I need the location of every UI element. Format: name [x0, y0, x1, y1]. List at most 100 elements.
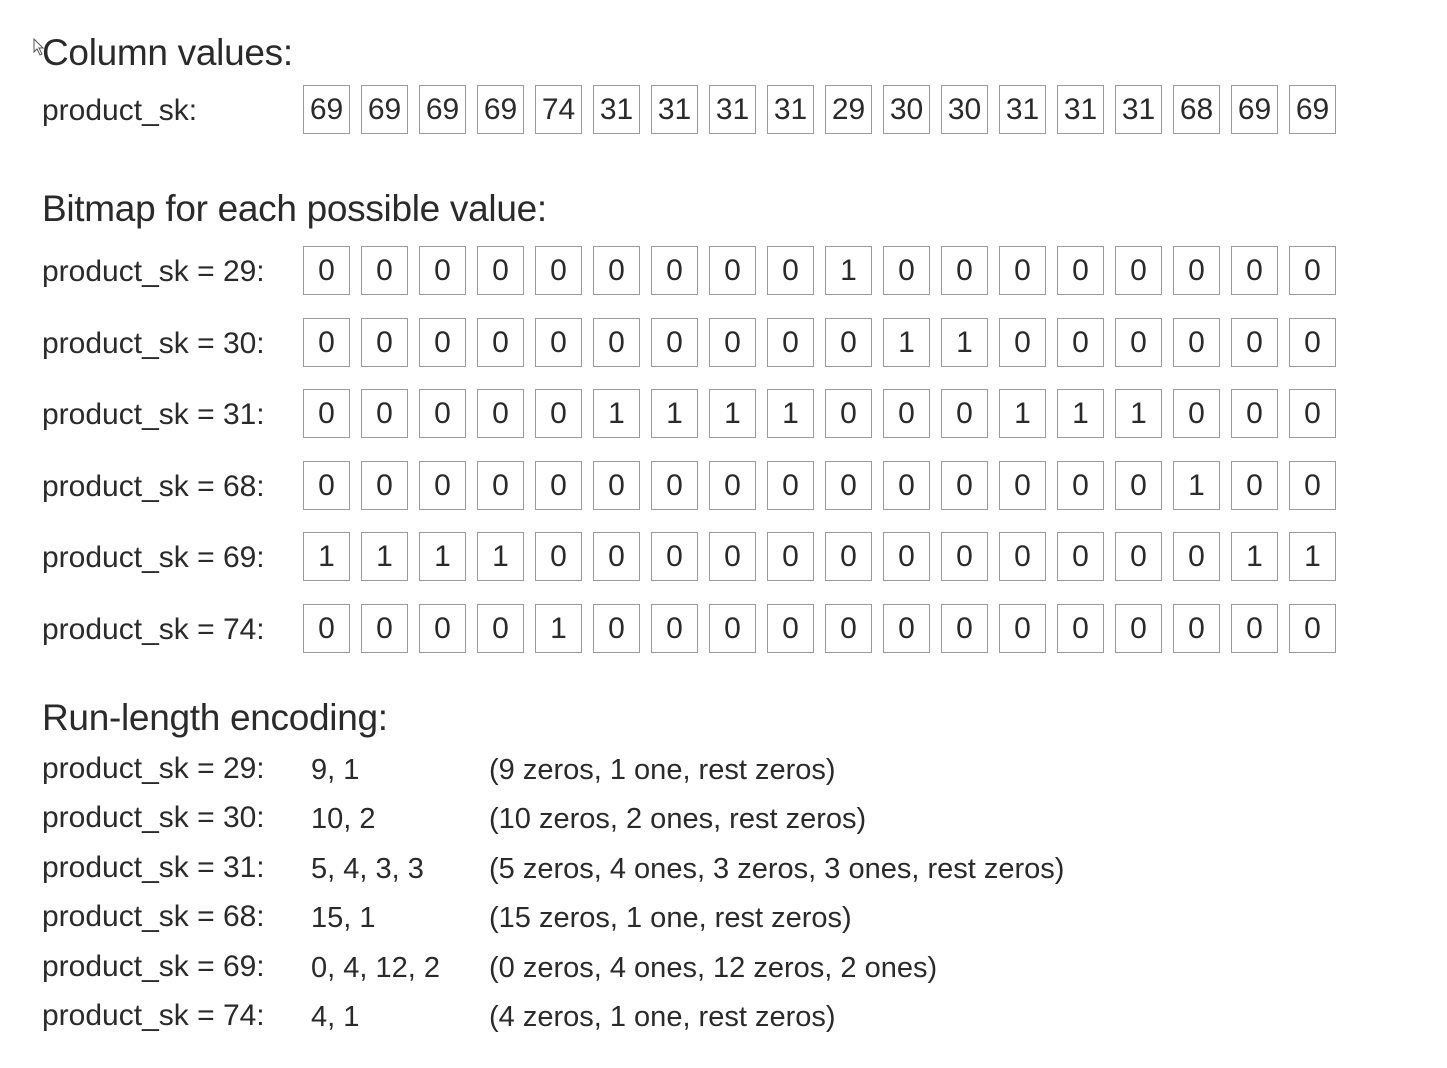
column-value-cell: 31 — [999, 85, 1046, 134]
bitmap-bit-cell: 0 — [709, 532, 756, 581]
bitmap-bit-cell: 0 — [535, 461, 582, 510]
bitmap-bit-cell: 1 — [477, 532, 524, 581]
column-value-cell: 69 — [1231, 85, 1278, 134]
rle-row-label: product_sk = 31: — [42, 851, 265, 884]
bitmap-row-label: product_sk = 74: — [42, 613, 265, 646]
bitmap-bit-cell: 0 — [1057, 532, 1104, 581]
bitmap-bit-cell: 0 — [1289, 604, 1336, 653]
column-value-cell: 29 — [825, 85, 872, 134]
bitmap-bit-cell: 0 — [477, 389, 524, 438]
bitmap-bit-cell: 0 — [941, 246, 988, 295]
bitmap-bit-cell: 0 — [767, 318, 814, 367]
bitmap-bit-cell: 1 — [419, 532, 466, 581]
bitmap-bit-cell: 0 — [1057, 461, 1104, 510]
column-value-cell: 69 — [477, 85, 524, 134]
rle-note: (10 zeros, 2 ones, rest zeros) — [489, 803, 867, 835]
rle-row-label: product_sk = 74: — [42, 999, 265, 1032]
bitmap-bit-cell: 1 — [999, 389, 1046, 438]
bitmap-bit-cell: 0 — [419, 318, 466, 367]
bitmap-bit-cell: 0 — [361, 318, 408, 367]
rle-value: 15, 1 — [311, 902, 376, 934]
bitmap-bit-cell: 1 — [361, 532, 408, 581]
bitmap-bit-cell: 0 — [1173, 532, 1220, 581]
bitmap-bit-cell: 0 — [883, 389, 930, 438]
bitmap-bit-cell: 0 — [1115, 318, 1162, 367]
column-value-cell: 31 — [1115, 85, 1162, 134]
bitmap-bit-cell: 0 — [883, 604, 930, 653]
rle-note: (5 zeros, 4 ones, 3 zeros, 3 ones, rest … — [489, 853, 1065, 885]
bitmap-bit-cell: 0 — [1057, 246, 1104, 295]
bitmap-bit-cell: 1 — [941, 318, 988, 367]
bitmap-bit-cell: 0 — [1115, 246, 1162, 295]
bitmap-bit-cell: 0 — [1173, 318, 1220, 367]
bitmap-bit-cell: 0 — [593, 318, 640, 367]
bitmap-bit-cell: 0 — [651, 604, 698, 653]
bitmap-bit-cell: 0 — [477, 246, 524, 295]
bitmap-bit-cell: 0 — [767, 604, 814, 653]
mouse-cursor-icon — [33, 38, 45, 56]
column-value-cell: 69 — [361, 85, 408, 134]
bitmap-bit-cell: 0 — [709, 604, 756, 653]
bitmap-bit-cell: 0 — [1115, 604, 1162, 653]
bitmap-bit-cell: 0 — [1289, 246, 1336, 295]
bitmap-bit-cell: 0 — [419, 604, 466, 653]
bitmap-bit-cell: 0 — [999, 604, 1046, 653]
bitmap-bit-cell: 0 — [419, 461, 466, 510]
column-value-cell: 74 — [535, 85, 582, 134]
rle-note: (0 zeros, 4 ones, 12 zeros, 2 ones) — [489, 952, 938, 984]
column-value-cell: 69 — [303, 85, 350, 134]
rle-value: 5, 4, 3, 3 — [311, 853, 424, 885]
column-value-cell: 31 — [651, 85, 698, 134]
bitmap-bit-cell: 0 — [825, 389, 872, 438]
bitmap-bit-cell: 0 — [1057, 318, 1104, 367]
bitmap-bit-cell: 0 — [941, 532, 988, 581]
column-value-cell: 31 — [709, 85, 756, 134]
bitmap-bit-cell: 1 — [825, 246, 872, 295]
bitmap-row-label: product_sk = 29: — [42, 255, 265, 288]
bitmap-bit-cell: 0 — [303, 461, 350, 510]
bitmap-bit-cell: 1 — [1057, 389, 1104, 438]
bitmap-bit-cell: 0 — [999, 318, 1046, 367]
bitmap-bit-cell: 0 — [709, 318, 756, 367]
bitmap-bit-cell: 1 — [1173, 461, 1220, 510]
rle-value: 4, 1 — [311, 1001, 360, 1033]
bitmap-bit-cell: 0 — [941, 389, 988, 438]
rle-row-label: product_sk = 29: — [42, 752, 265, 785]
bitmap-bit-cell: 0 — [825, 532, 872, 581]
column-value-cell: 31 — [593, 85, 640, 134]
column-value-cell: 68 — [1173, 85, 1220, 134]
column-value-cell: 69 — [419, 85, 466, 134]
bitmap-section-title: Bitmap for each possible value: — [42, 188, 547, 229]
bitmap-bit-cell: 0 — [1115, 532, 1162, 581]
bitmap-bit-cell: 0 — [1289, 389, 1336, 438]
column-value-cell: 30 — [883, 85, 930, 134]
bitmap-bit-cell: 0 — [941, 604, 988, 653]
bitmap-bit-cell: 1 — [651, 389, 698, 438]
bitmap-bit-cell: 0 — [825, 461, 872, 510]
column-value-cell: 30 — [941, 85, 988, 134]
bitmap-bit-cell: 0 — [1173, 604, 1220, 653]
bitmap-bit-cell: 0 — [883, 246, 930, 295]
bitmap-row-label: product_sk = 68: — [42, 470, 265, 503]
bitmap-bit-cell: 0 — [1057, 604, 1104, 653]
bitmap-bit-cell: 0 — [1231, 246, 1278, 295]
bitmap-bit-cell: 0 — [477, 604, 524, 653]
bitmap-bit-cell: 0 — [1289, 461, 1336, 510]
bitmap-bit-cell: 0 — [767, 246, 814, 295]
bitmap-bit-cell: 0 — [361, 461, 408, 510]
rle-section-title: Run-length encoding: — [42, 697, 388, 738]
bitmap-bit-cell: 0 — [1289, 318, 1336, 367]
bitmap-bit-cell: 1 — [883, 318, 930, 367]
bitmap-bit-cell: 0 — [419, 246, 466, 295]
bitmap-bit-cell: 0 — [361, 604, 408, 653]
bitmap-bit-cell: 1 — [1115, 389, 1162, 438]
rle-value: 0, 4, 12, 2 — [311, 952, 440, 984]
bitmap-bit-cell: 0 — [767, 461, 814, 510]
